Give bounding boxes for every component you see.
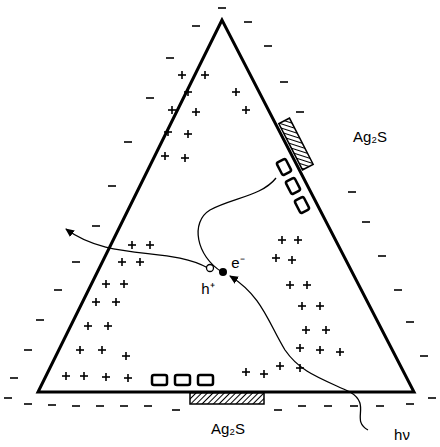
charge-sign: [105, 373, 107, 381]
charge-sign: [184, 154, 186, 162]
charge-sign: [24, 349, 32, 351]
photon-path: [230, 276, 368, 430]
charge-sign: [291, 256, 293, 264]
charge-sign: [376, 405, 384, 407]
charge-sign: [95, 298, 97, 306]
charge-sign: [325, 326, 327, 334]
charge-sign: [281, 236, 283, 244]
charge-sign: [87, 322, 89, 330]
charge-sign: [181, 71, 183, 79]
charge-sign: [121, 258, 123, 266]
charge-sign: [36, 319, 44, 321]
charge-sign: [65, 372, 67, 380]
charge-sign: [192, 25, 200, 27]
charge-sign: [298, 405, 306, 407]
charge-sign: [348, 191, 356, 193]
charge-sign: [275, 254, 277, 262]
charge-sign: [319, 346, 321, 354]
charge-sign: [324, 405, 332, 407]
charge-sign: [146, 97, 154, 99]
charge-sign: [79, 346, 81, 354]
crystal-outline: [38, 20, 414, 392]
charge-sign: [72, 405, 80, 407]
charge-sign: [96, 405, 104, 407]
charge-sign: [279, 362, 281, 370]
charge-sign: [4, 397, 12, 399]
charge-sign: [420, 355, 428, 357]
charge-sign: [263, 370, 265, 378]
charge-sign: [305, 326, 307, 334]
charge-sign: [108, 185, 116, 187]
charge-sign: [10, 377, 18, 379]
charge-sign: [115, 298, 117, 306]
charge-sign: [280, 81, 288, 83]
charge-sign: [127, 374, 129, 382]
electron-label: e⁻: [231, 255, 244, 270]
charge-sign: [235, 88, 237, 96]
charge-sign: [204, 71, 206, 79]
charge-sign: [378, 255, 386, 257]
charge-sign: [301, 302, 303, 310]
charge-sign: [187, 88, 189, 96]
charge-sign: [171, 106, 173, 114]
charge-sign: [120, 405, 128, 407]
charge-sign: [24, 403, 32, 405]
charge-sign: [144, 405, 152, 407]
charge-sign: [306, 281, 308, 289]
charge-sign: [245, 106, 247, 114]
charge-sign: [362, 221, 370, 223]
charge-sign: [123, 280, 125, 288]
charge-sign: [92, 225, 100, 227]
charge-sign: [164, 152, 166, 160]
charge-sign: [406, 321, 414, 323]
charge-sign: [83, 372, 85, 380]
hole-label: h⁺: [201, 281, 214, 296]
photon-label: hν: [394, 427, 410, 442]
charge-sign: [406, 403, 414, 405]
hole-circle: [207, 265, 214, 272]
charge-sign: [339, 348, 341, 356]
charge-sign: [139, 258, 141, 266]
charge-sign: [48, 404, 56, 406]
charge-sign: [105, 280, 107, 288]
charge-sign: [264, 45, 272, 47]
charge-sign: [172, 409, 180, 411]
charge-sign: [350, 405, 358, 407]
charge-sign: [218, 7, 226, 9]
charge-sign: [187, 130, 189, 138]
charge-sign: [299, 344, 301, 352]
charge-sign: [319, 302, 321, 310]
charge-sign: [101, 346, 103, 354]
charge-sign: [245, 368, 247, 376]
charge-sign: [125, 352, 127, 360]
charge-sign: [54, 289, 62, 291]
charge-sign: [289, 281, 291, 289]
charge-sign: [274, 409, 282, 411]
charge-sign: [167, 128, 169, 136]
compound-label: Ag₂S: [211, 421, 245, 436]
charge-sign: [195, 108, 197, 116]
charge-sign: [296, 111, 304, 113]
charge-sign: [297, 236, 299, 244]
charge-sign: [166, 57, 174, 59]
compound-label: Ag₂S: [353, 129, 387, 144]
charge-sign: [124, 141, 132, 143]
electron-path: [198, 178, 276, 272]
ag2s-speck: [190, 393, 264, 404]
charge-sign: [149, 241, 151, 249]
electron-dot: [219, 268, 227, 276]
charge-signs: [4, 8, 436, 410]
hole-path: [66, 229, 208, 268]
charge-sign: [244, 21, 252, 23]
charge-sign: [394, 289, 402, 291]
charge-sign: [131, 241, 133, 249]
charge-sign: [107, 322, 109, 330]
charge-sign: [428, 397, 436, 399]
charge-sign: [72, 261, 80, 263]
